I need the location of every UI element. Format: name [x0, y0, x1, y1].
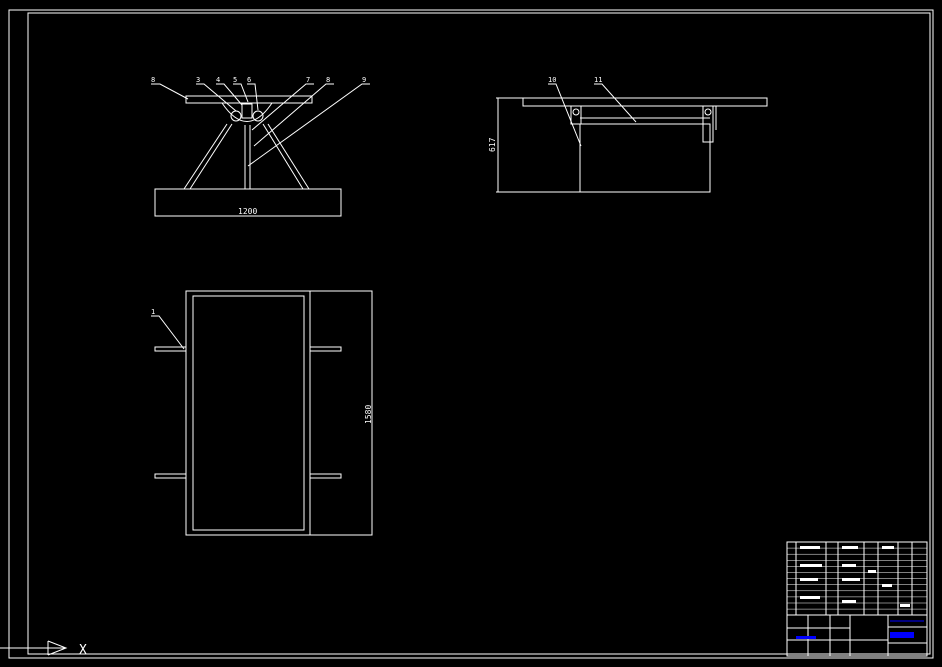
front-hub-block — [241, 103, 253, 119]
callout-11: 11 — [594, 76, 602, 84]
front-bearing-right — [252, 110, 264, 122]
title-block-blue-bar-left — [796, 636, 816, 639]
title-block-cell-text — [800, 596, 820, 599]
front-tabletop — [185, 95, 313, 104]
front-view: 8 3 4 5 6 7 8 9 1200 — [151, 76, 370, 217]
callout-1: 1 — [151, 308, 155, 316]
callout-5: 5 — [233, 76, 237, 84]
front-hub — [221, 102, 273, 122]
callout-3: 3 — [196, 76, 200, 84]
title-block-cell-text — [800, 546, 820, 549]
front-bearing-left — [230, 110, 242, 122]
front-base — [154, 188, 342, 217]
side-tabletop — [522, 97, 768, 107]
ucs-icon: X — [0, 640, 87, 658]
title-block-cell-text — [842, 564, 856, 567]
title-block-blue-bar-right — [890, 632, 914, 638]
callout-7: 7 — [306, 76, 310, 84]
title-block-cell-text — [800, 564, 822, 567]
top-frame — [185, 290, 311, 536]
title-block-cell-text — [842, 546, 858, 549]
title-block-cell-text — [882, 546, 894, 549]
title-block-cell-text — [900, 604, 910, 607]
side-frame — [579, 123, 711, 193]
callout-9: 9 — [362, 76, 366, 84]
callout-10: 10 — [548, 76, 556, 84]
title-block-cell-text — [800, 578, 818, 581]
top-view: 1 1580 — [151, 290, 373, 536]
callout-8-left: 8 — [151, 76, 155, 84]
sheet-border — [8, 9, 934, 659]
title-block-cell-text — [842, 600, 856, 603]
title-block-cell-text — [882, 584, 892, 587]
callout-6: 6 — [247, 76, 251, 84]
side-view: 10 11 617 — [488, 76, 768, 193]
dimension-length-1580: 1580 — [364, 405, 373, 424]
top-outer-outline — [185, 290, 373, 536]
dimension-width-1200: 1200 — [238, 207, 257, 216]
top-inner-panel — [192, 295, 305, 531]
dimension-height-617: 617 — [488, 137, 497, 152]
title-block-cell-text — [868, 570, 876, 573]
title-block — [786, 541, 928, 657]
callout-4: 4 — [216, 76, 220, 84]
callout-8-right: 8 — [326, 76, 330, 84]
ucs-axis-label-x: X — [79, 643, 87, 658]
title-block-cell-text — [842, 578, 860, 581]
